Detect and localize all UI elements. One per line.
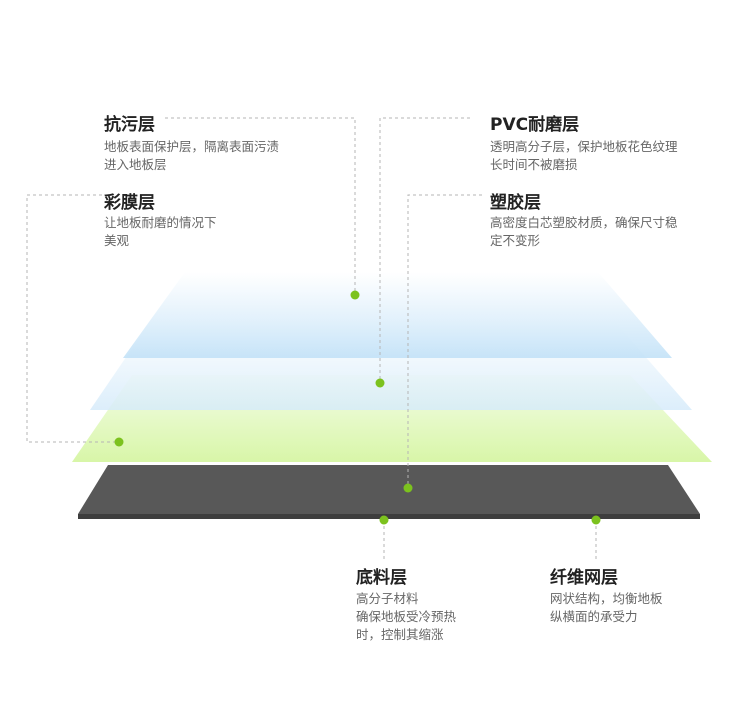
dot-base — [379, 515, 389, 525]
pvc-wear-title: PVC耐磨层 — [490, 115, 580, 135]
dot-color-film — [114, 437, 124, 447]
leader-plastic — [407, 194, 482, 488]
antifouling-desc: 地板表面保护层，隔离表面污渍 进入地板层 — [104, 138, 279, 174]
dot-fiber — [591, 515, 601, 525]
pvc-wear-desc-line: 长时间不被磨损 — [490, 157, 578, 172]
antifouling-title: 抗污层 — [104, 115, 155, 135]
color-film-title: 彩膜层 — [104, 193, 155, 213]
base-title: 底料层 — [356, 568, 407, 588]
fiber-net-desc-line: 网状结构，均衡地板 — [550, 591, 663, 606]
fiber-net-desc-line: 纵横面的承受力 — [550, 609, 638, 624]
base-layer — [78, 465, 700, 514]
color-film-desc: 让地板耐磨的情况下 美观 — [104, 214, 217, 250]
pvc-wear-desc: 透明高分子层，保护地板花色纹理 长时间不被磨损 — [490, 138, 678, 174]
base-layer-edge — [78, 514, 700, 519]
base-desc-line: 高分子材料 — [356, 591, 419, 606]
base-desc: 高分子材料 确保地板受冷预热 时，控制其缩涨 — [356, 590, 456, 644]
plastic-title: 塑胶层 — [490, 193, 541, 213]
antifouling-desc-line: 地板表面保护层，隔离表面污渍 — [104, 139, 280, 154]
dot-pvc — [375, 378, 385, 388]
antifouling-layer — [123, 272, 672, 358]
leader-pvc — [379, 117, 470, 383]
color-film-desc-line: 美观 — [104, 233, 130, 248]
color-film-desc-line: 让地板耐磨的情况下 — [104, 215, 217, 230]
base-desc-line: 时，控制其缩涨 — [356, 627, 444, 642]
plastic-desc-line: 定不变形 — [490, 233, 541, 248]
fiber-net-title: 纤维网层 — [550, 568, 618, 588]
leader-color-film — [26, 194, 119, 443]
plastic-desc-line: 高密度白芯塑胶材质，确保尺寸稳 — [490, 215, 678, 230]
dot-antifouling — [350, 290, 360, 300]
pvc-wear-desc-line: 透明高分子层，保护地板花色纹理 — [490, 139, 678, 154]
base-desc-line: 确保地板受冷预热 — [356, 609, 457, 624]
dot-plastic — [403, 483, 413, 493]
leader-antifouling — [165, 117, 356, 295]
fiber-net-desc: 网状结构，均衡地板 纵横面的承受力 — [550, 590, 663, 626]
plastic-desc: 高密度白芯塑胶材质，确保尺寸稳 定不变形 — [490, 214, 678, 250]
antifouling-desc-line: 进入地板层 — [104, 157, 167, 172]
